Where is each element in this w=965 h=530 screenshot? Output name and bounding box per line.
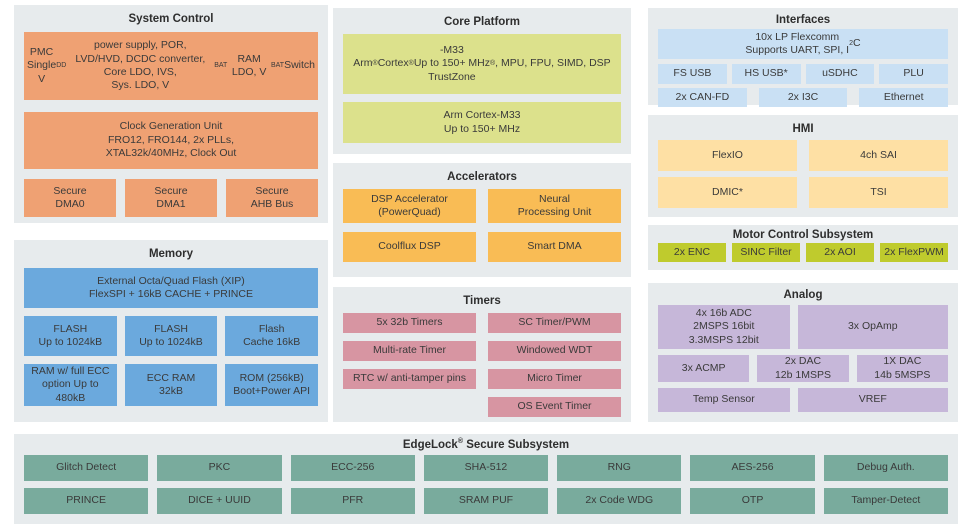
- block-dmic: DMIC*: [658, 177, 797, 208]
- block-ecc-ram: ECC RAM 32kB: [124, 364, 218, 406]
- panel-timers: Timers 5x 32b Timers Multi-rate Timer RT…: [333, 287, 631, 422]
- block-os-event-timer: OS Event Timer: [488, 397, 621, 417]
- block-cortex-m33-trustzone: Arm® Cortex®-M33 Up to 150+ MHz TrustZon…: [343, 34, 621, 94]
- block-2x-dac: 2x DAC 12b 1MSPS: [757, 355, 849, 382]
- edgelock-title: EdgeLock® Secure Subsystem: [402, 438, 570, 451]
- panel-edgelock-secure-subsystem: EdgeLock® Secure Subsystem Glitch Detect…: [14, 434, 958, 524]
- block-hs-usb: HS USB*: [731, 64, 801, 84]
- block-usdhc: uSDHC: [805, 64, 875, 84]
- block-windowed-wdt: Windowed WDT: [488, 341, 621, 361]
- block-sha-512: SHA-512: [423, 455, 549, 481]
- analog-title: Analog: [783, 289, 823, 301]
- block-tsi: TSI: [809, 177, 948, 208]
- block-2x-aoi: 2x AOI: [806, 243, 874, 262]
- timers-title: Timers: [463, 295, 501, 307]
- block-rtc-anti-tamper: RTC w/ anti-tamper pins: [343, 369, 476, 389]
- block-1x-dac: 1X DAC 14b 5MSPS: [856, 355, 948, 382]
- block-neural-processing-unit: Neural Processing Unit: [488, 189, 621, 223]
- block-ecc-256: ECC-256: [290, 455, 415, 481]
- block-4ch-sai: 4ch SAI: [809, 140, 948, 171]
- block-ethernet: Ethernet: [859, 88, 949, 107]
- panel-analog: Analog 4x 16b ADC 2MSPS 16bit 3.3MSPS 12…: [648, 283, 958, 422]
- system-control-title: System Control: [128, 13, 214, 25]
- block-secure-dma1: Secure DMA1: [125, 179, 217, 217]
- block-sram-puf: SRAM PUF: [423, 488, 549, 514]
- block-dice-uuid: DICE + UUID: [157, 488, 282, 514]
- block-flash-1: FLASH Up to 1024kB: [24, 316, 117, 356]
- block-3x-acmp: 3x ACMP: [658, 355, 750, 382]
- hmi-title: HMI: [792, 123, 814, 135]
- panel-accelerators: Accelerators DSP Accelerator (PowerQuad)…: [333, 163, 631, 277]
- block-rom: ROM (256kB) Boot+Power API: [225, 364, 319, 406]
- block-flash-2: FLASH Up to 1024kB: [124, 316, 218, 356]
- block-smart-dma: Smart DMA: [488, 232, 621, 262]
- block-sc-timer-pwm: SC Timer/PWM: [488, 313, 621, 333]
- panel-memory: Memory External Octa/Quad Flash (XIP) Fl…: [14, 240, 328, 422]
- block-4x-16b-adc: 4x 16b ADC 2MSPS 16bit 3.3MSPS 12bit: [658, 305, 790, 349]
- block-temp-sensor: Temp Sensor: [658, 388, 790, 412]
- block-dsp-accelerator-powerquad: DSP Accelerator (PowerQuad): [343, 189, 476, 223]
- block-can-fd: 2x CAN-FD: [658, 88, 747, 107]
- block-rng: RNG: [557, 455, 682, 481]
- panel-core-platform: Core Platform Arm® Cortex®-M33 Up to 150…: [333, 8, 631, 154]
- block-aes-256: AES-256: [690, 455, 815, 481]
- block-2x-enc: 2x ENC: [658, 243, 726, 262]
- block-prince: PRINCE: [24, 488, 149, 514]
- block-secure-dma0: Secure DMA0: [24, 179, 116, 217]
- panel-motor-control: Motor Control Subsystem 2x ENC SINC Filt…: [648, 225, 958, 270]
- block-3x-opamp: 3x OpAmp: [797, 305, 948, 349]
- block-flash-cache: Flash Cache 16kB: [225, 316, 319, 356]
- block-2x-flexpwm: 2x FlexPWM: [880, 243, 948, 262]
- block-vref: VREF: [797, 388, 948, 412]
- block-ram-full-ecc: RAM w/ full ECC option Up to 480kB: [24, 364, 117, 406]
- block-i3c: 2x I3C: [758, 88, 848, 107]
- block-tamper-detect: Tamper-Detect: [823, 488, 948, 514]
- block-clock-generation-unit: Clock Generation Unit FRO12, FRO144, 2x …: [24, 112, 318, 169]
- block-otp: OTP: [690, 488, 815, 514]
- block-secure-ahb-bus: Secure AHB Bus: [226, 179, 318, 217]
- block-sinc-filter: SINC Filter: [732, 243, 800, 262]
- memory-title: Memory: [148, 248, 194, 260]
- block-2x-code-wdg: 2x Code WDG: [557, 488, 682, 514]
- block-5x-32b-timers: 5x 32b Timers: [343, 313, 476, 333]
- block-external-flash-xip: External Octa/Quad Flash (XIP) FlexSPI +…: [24, 268, 318, 308]
- accelerators-title: Accelerators: [447, 171, 517, 183]
- block-plu: PLU: [879, 64, 948, 84]
- motor-control-title: Motor Control Subsystem: [732, 229, 874, 241]
- interfaces-title: Interfaces: [775, 14, 831, 26]
- block-fs-usb: FS USB: [658, 64, 727, 84]
- block-glitch-detect: Glitch Detect: [24, 455, 149, 481]
- core-platform-title: Core Platform: [443, 16, 521, 28]
- block-micro-timer: Micro Timer: [488, 369, 621, 389]
- block-cortex-m33: Arm Cortex-M33 Up to 150+ MHz: [343, 102, 621, 143]
- panel-interfaces: Interfaces 10x LP Flexcomm Supports UART…: [648, 8, 958, 107]
- block-coolflux-dsp: Coolflux DSP: [343, 232, 476, 262]
- block-pkc: PKC: [157, 455, 282, 481]
- panel-hmi: HMI FlexIO 4ch SAI DMIC* TSI: [648, 115, 958, 217]
- block-multi-rate-timer: Multi-rate Timer: [343, 341, 476, 361]
- block-flexio: FlexIO: [658, 140, 797, 171]
- block-debug-auth: Debug Auth.: [823, 455, 948, 481]
- block-pfr: PFR: [290, 488, 415, 514]
